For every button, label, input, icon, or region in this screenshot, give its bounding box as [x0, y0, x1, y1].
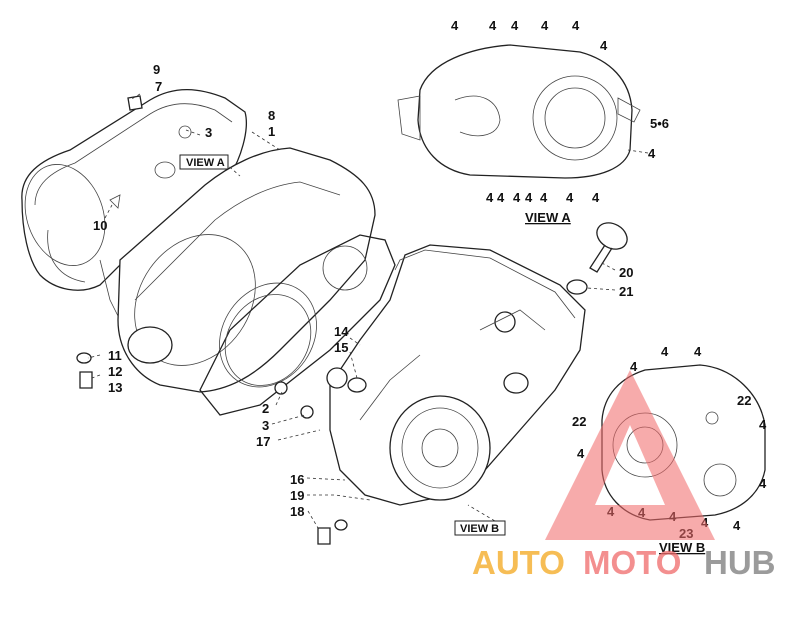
callout-19: 19	[290, 488, 304, 503]
outer-clutch-cover	[21, 88, 247, 321]
callout-4: 4	[600, 38, 608, 53]
callout-4: 4	[694, 344, 702, 359]
callout-4: 4	[630, 359, 638, 374]
callout-22b: 22	[572, 414, 586, 429]
callout-4: 4	[648, 146, 656, 161]
callout-9: 9	[153, 62, 160, 77]
callout-12: 12	[108, 364, 122, 379]
callout-22: 22	[737, 393, 751, 408]
view-a-tag: VIEW A	[179, 154, 229, 170]
watermark-triangle-icon	[545, 370, 715, 540]
view-a-cover	[397, 44, 641, 179]
callout-4: 4	[451, 18, 459, 33]
callout-4: 4	[759, 476, 767, 491]
inner-clutch-housing	[117, 147, 376, 393]
callout-2: 2	[262, 401, 269, 416]
callout-numbers: 9 7 3 8 1 10 11 12 13 2 3 17 14 15 16 19…	[93, 62, 751, 541]
callout-20: 20	[619, 265, 633, 280]
svg-text:VIEW A: VIEW A	[186, 157, 225, 169]
callout-17: 17	[256, 434, 270, 449]
svg-text:VIEW B: VIEW B	[460, 523, 499, 535]
callout-18: 18	[290, 504, 304, 519]
callout-4: 4	[592, 190, 600, 205]
watermark-moto: MOTO	[583, 544, 681, 581]
callout-4: 4	[759, 417, 767, 432]
watermark-auto: AUTO	[472, 544, 565, 581]
main-engine-cover	[326, 244, 586, 506]
callout-4: 4	[486, 190, 494, 205]
view-a-title: VIEW A	[525, 210, 571, 225]
callout-4: 4	[513, 190, 521, 205]
view-b-tag: VIEW B	[454, 520, 506, 536]
callout-4: 4	[733, 518, 741, 533]
callout-4: 4	[511, 18, 519, 33]
watermark-hub: HUB	[704, 544, 776, 581]
callout-11: 11	[108, 348, 122, 363]
callout-4: 4	[497, 190, 505, 205]
callout-10: 10	[93, 218, 107, 233]
callout-4: 4	[577, 446, 585, 461]
callout-4: 4	[572, 18, 580, 33]
o-ring	[566, 279, 588, 295]
gasket-plate	[199, 234, 396, 416]
callout-4: 4	[540, 190, 548, 205]
callout-4: 4	[525, 190, 533, 205]
callout-4: 4	[661, 344, 669, 359]
callout-1: 1	[268, 124, 275, 139]
oil-fill-cap	[589, 222, 628, 273]
callout-3b: 3	[262, 418, 269, 433]
callout-4: 4	[566, 190, 574, 205]
view-b-title: VIEW B	[659, 540, 705, 555]
callout-8: 8	[268, 108, 275, 123]
callout-3: 3	[205, 125, 212, 140]
callout-4: 4	[489, 18, 497, 33]
callout-5-6: 5•6	[650, 116, 669, 131]
callout-16: 16	[290, 472, 304, 487]
automotohub-watermark: AUTO MOTO HUB	[472, 370, 776, 581]
callout-7: 7	[155, 79, 162, 94]
callout-15: 15	[334, 340, 348, 355]
callout-14: 14	[334, 324, 349, 339]
small-hardware	[76, 95, 367, 545]
callout-21: 21	[619, 284, 633, 299]
callout-4: 4	[541, 18, 549, 33]
callout-13: 13	[108, 380, 122, 395]
